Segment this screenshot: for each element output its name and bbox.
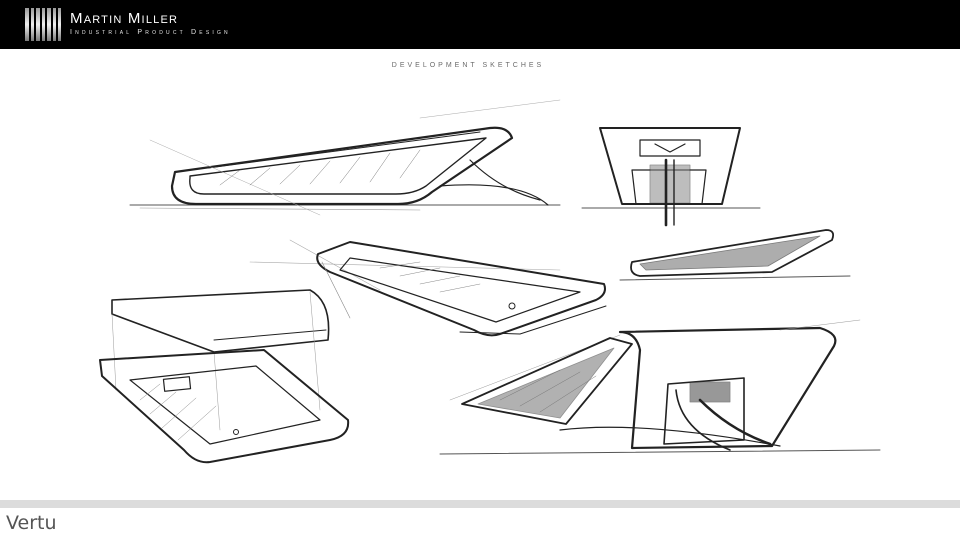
brand-subtitle: Industrial Product Design — [70, 29, 231, 36]
footer-bar — [0, 500, 960, 508]
sketch-perspective-closeup — [440, 320, 880, 454]
header-bar: Martin Miller Industrial Product Design — [0, 0, 960, 49]
brand-name: Martin Miller — [70, 10, 179, 27]
product-stand-sketches — [0, 49, 960, 500]
caption: Vertu — [6, 512, 57, 534]
sketch-isometric-tray — [250, 240, 606, 335]
slide-title: DEVELOPMENT SKETCHES — [391, 62, 545, 69]
sketch-front-view — [582, 128, 760, 225]
sketch-side-view-large — [130, 100, 560, 215]
vertical-stripes-logo-icon — [25, 8, 61, 41]
sketch-exploded-view — [100, 290, 348, 462]
sketch-side-view-small — [620, 230, 850, 280]
